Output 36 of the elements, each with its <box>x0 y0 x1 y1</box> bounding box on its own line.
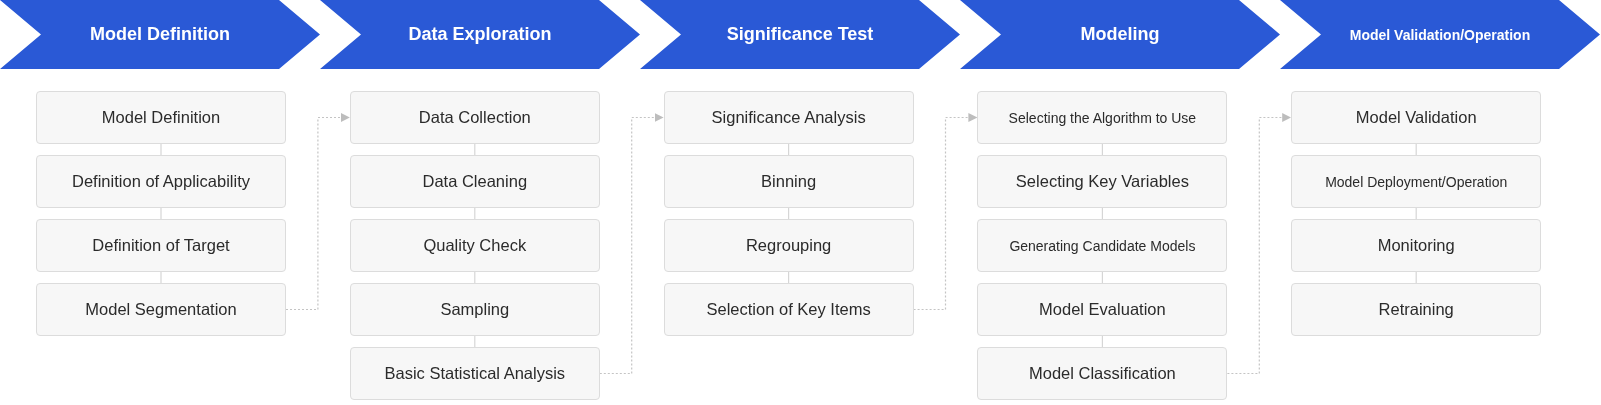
step-box: Model Validation <box>1291 91 1542 144</box>
phase-header <box>640 0 960 69</box>
step-box: Model Definition <box>36 91 286 144</box>
step-box: Model Deployment/Operation <box>1291 155 1542 208</box>
step-box: Basic Statistical Analysis <box>349 347 600 400</box>
step-box: Selecting the Algorithm to Use <box>977 91 1228 144</box>
step-box: Model Classification <box>977 347 1228 400</box>
phase-header <box>320 0 640 69</box>
arrow <box>913 113 978 311</box>
step-box: Binning <box>663 155 914 208</box>
step-box: Significance Analysis <box>663 91 914 144</box>
step-box: Model Evaluation <box>977 283 1228 336</box>
stage-title: Data Exploration <box>408 24 552 45</box>
step-box: Monitoring <box>1291 219 1542 272</box>
stage-title: Model Validation/Operation <box>1349 26 1531 43</box>
step-box: Quality Check <box>349 219 600 272</box>
arrow <box>285 113 351 311</box>
step-box: Data Cleaning <box>349 155 600 208</box>
step-box: Selecting Key Variables <box>977 155 1228 208</box>
step-box: Model Segmentation <box>36 283 286 336</box>
step-box: Sampling <box>349 283 600 336</box>
step-box: Definition of Applicability <box>36 155 286 208</box>
phase-header <box>0 0 320 69</box>
step-box: Generating Candidate Models <box>977 219 1228 272</box>
step-box: Retraining <box>1291 283 1542 336</box>
step-box: Data Collection <box>349 91 600 144</box>
arrow <box>1226 113 1292 375</box>
stage-title: Model Definition <box>90 24 230 45</box>
phase-header <box>960 0 1280 69</box>
step-box: Regrouping <box>663 219 914 272</box>
phase-header <box>1280 0 1600 69</box>
stage-title: Significance Test <box>726 24 874 45</box>
stage-title: Modeling <box>1080 24 1160 45</box>
step-box: Selection of Key Items <box>663 283 914 336</box>
arrow <box>599 113 665 375</box>
step-box: Definition of Target <box>36 219 286 272</box>
